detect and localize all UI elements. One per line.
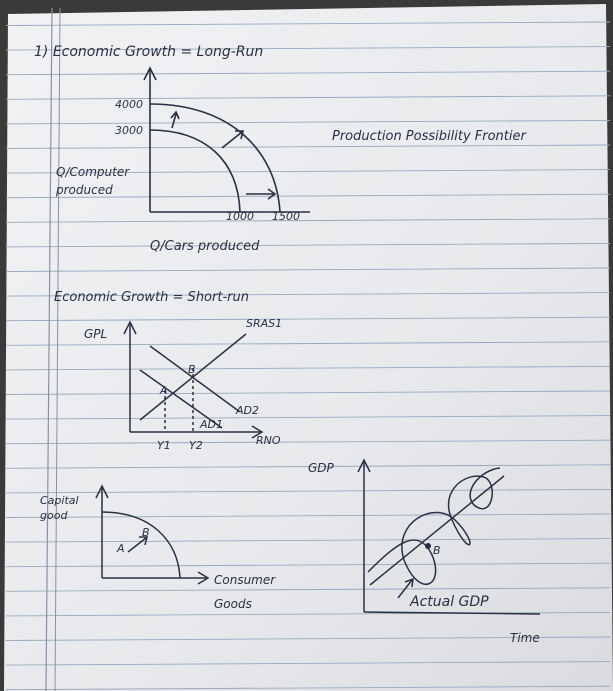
ppf-tick-1500: 1500 <box>272 210 300 223</box>
rule-line <box>5 144 611 149</box>
rule-line <box>5 390 611 395</box>
rule-line <box>5 587 611 592</box>
rule-line <box>5 169 611 174</box>
heading-long-run: 1) Economic Growth = Long-Run <box>34 44 263 60</box>
rule-line <box>5 562 611 568</box>
capital-x-label-1: Consumer <box>214 573 276 587</box>
gdp-y-label: GDP <box>308 461 335 475</box>
asad-point-b: B <box>188 363 196 376</box>
ppf-x-label: Q/Cars produced <box>150 239 260 254</box>
gdp-diagram <box>357 458 541 615</box>
rule-line <box>5 488 611 494</box>
rule-line <box>5 119 611 125</box>
gdp-point-b: B <box>433 544 441 557</box>
ppf-tick-3000: 3000 <box>115 124 143 137</box>
ppf-y-arrowhead <box>143 66 157 81</box>
ppf-shift-arrow-2 <box>221 131 243 149</box>
capital-y-label-1: Capital <box>40 494 79 507</box>
actual-gdp-label: Actual GDP <box>409 594 489 610</box>
rule-line <box>5 365 611 371</box>
actual-gdp-curve <box>367 467 501 585</box>
gdp-x-label: Time <box>510 631 540 645</box>
ppf-tick-4000: 4000 <box>115 98 143 111</box>
gdp-point-b-dot <box>425 543 431 549</box>
gdp-trend-line <box>369 475 505 586</box>
rule-line <box>5 70 611 76</box>
rule-line <box>5 415 611 420</box>
ppf-y-label-1: Q/Computer <box>56 165 130 179</box>
actual-gdp-pointer <box>397 579 413 599</box>
margin-line <box>45 7 53 691</box>
ppf-y-label-2: produced <box>55 183 113 197</box>
rule-line <box>5 513 611 518</box>
rule-line <box>5 341 611 346</box>
rule-line <box>5 193 611 199</box>
ad2-curve <box>149 345 241 413</box>
paper-sheet <box>4 4 613 691</box>
ppf-shift-arrow-1 <box>171 113 177 129</box>
rule-line <box>5 439 611 445</box>
rule-line <box>5 95 611 100</box>
rule-line <box>5 267 611 272</box>
ad2-label: AD2 <box>235 404 259 417</box>
rule-line <box>5 685 611 691</box>
rule-line <box>5 218 611 223</box>
asad-x-label: RNO <box>256 434 281 447</box>
rule-line <box>5 21 611 26</box>
ppf-diagram <box>143 66 310 213</box>
y2-label: Y2 <box>189 439 203 452</box>
rule-line <box>5 464 611 469</box>
capital-x-label-2: Goods <box>214 597 252 611</box>
heading-short-run: Economic Growth = Short-run <box>54 290 249 305</box>
ad1-label: AD1 <box>199 418 223 431</box>
capital-ppf-curve <box>101 511 181 579</box>
gdp-x-axis <box>363 611 541 615</box>
rule-line <box>5 292 611 297</box>
capital-ppf-diagram <box>95 484 210 585</box>
sras-label: SRAS1 <box>246 317 282 330</box>
rule-line <box>5 316 611 322</box>
asad-point-a: A <box>159 384 168 397</box>
capital-growth-arrow <box>127 537 147 553</box>
y1-label: Y1 <box>157 439 171 452</box>
capital-y-label-2: good <box>40 509 68 522</box>
asad-diagram <box>123 320 264 439</box>
rule-line <box>5 242 611 248</box>
ppf-outer-curve <box>149 103 281 213</box>
margin-line-2 <box>54 7 61 691</box>
ppf-title: Production Possibility Frontier <box>332 129 527 144</box>
ppf-tick-1000: 1000 <box>226 210 254 223</box>
rule-line <box>5 636 611 641</box>
capital-point-a: A <box>116 542 125 555</box>
rule-line <box>5 538 611 543</box>
rule-line <box>5 661 611 666</box>
ppf-inner-curve <box>149 129 241 213</box>
ad1-curve <box>139 369 223 429</box>
ruled-lines <box>5 21 611 691</box>
asad-y-label: GPL <box>84 327 107 341</box>
capital-point-b: B <box>142 526 150 539</box>
rule-line <box>5 46 611 51</box>
